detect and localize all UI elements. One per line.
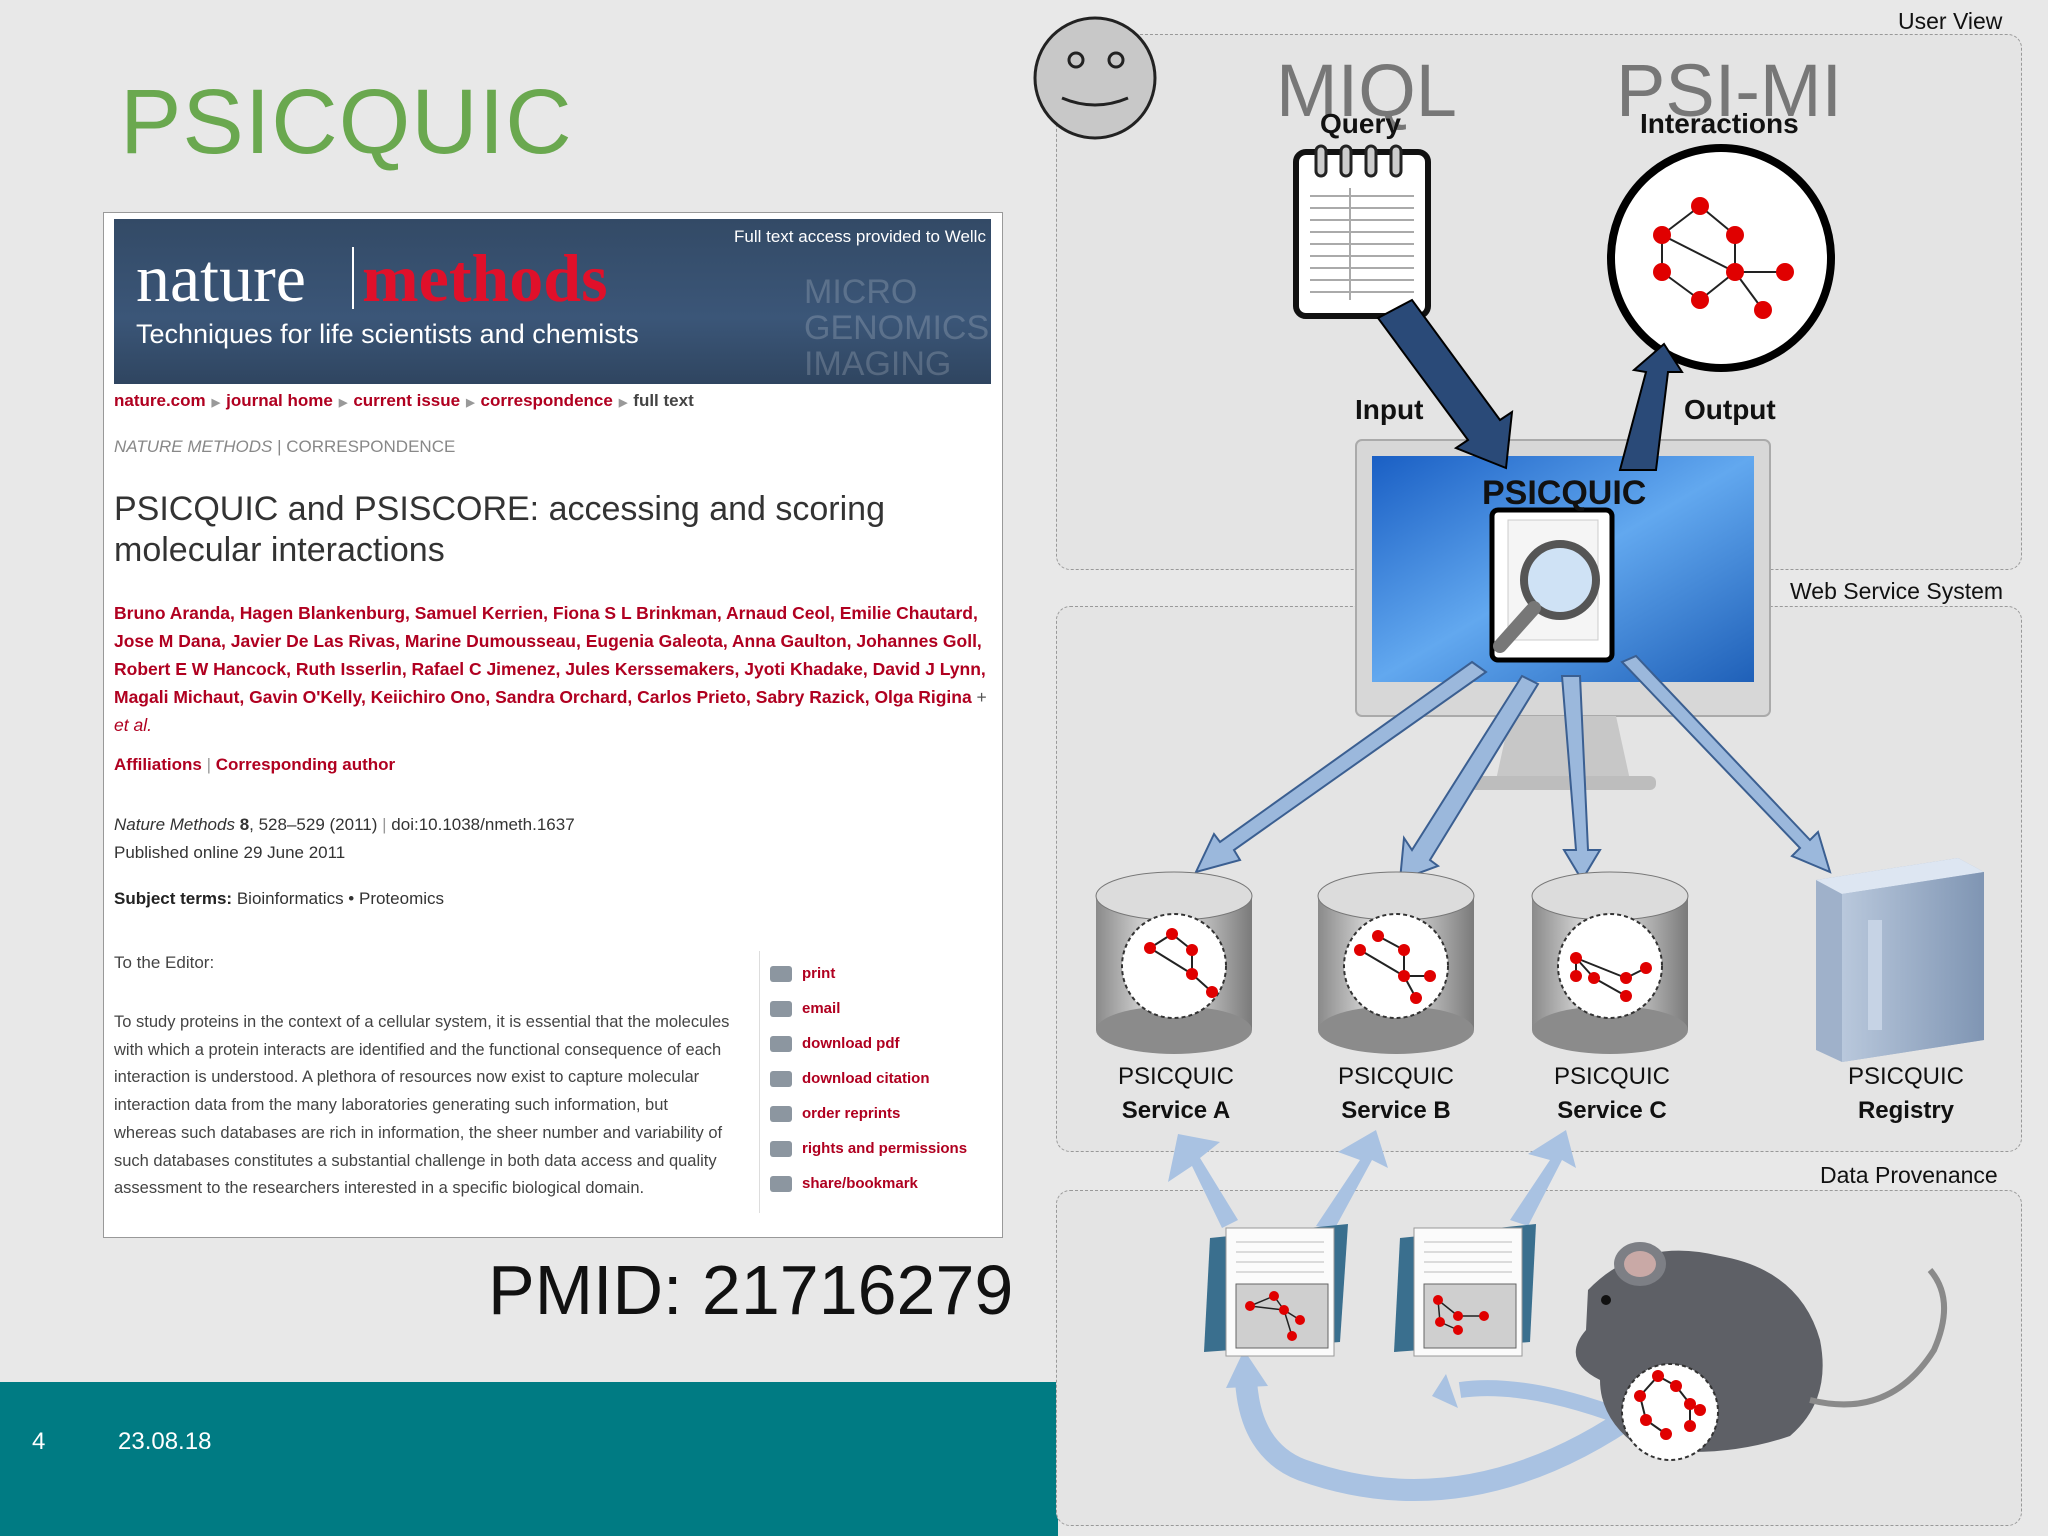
journal-tagline: Techniques for life scientists and chemi… [136, 319, 639, 349]
rights-icon [770, 1141, 792, 1158]
affiliations-link[interactable]: Affiliations [114, 755, 202, 774]
citation-info: Nature Methods 8, 528–529 (2011) | doi:1… [114, 815, 575, 862]
breadcrumb: nature.com▶journal home▶current issue▶co… [114, 391, 694, 410]
miql-label: MIQL [1276, 49, 1457, 132]
download-pdf-link[interactable]: download pdf [770, 1035, 899, 1067]
logo-divider [352, 247, 354, 309]
to-the-editor: To the Editor: [114, 953, 215, 972]
input-arrow [1376, 298, 1514, 470]
query-label: Query [1320, 108, 1401, 139]
banner-ghost-text: MICRO GENOMICS IMAGING [804, 273, 990, 383]
breadcrumb-journal-home[interactable]: journal home [226, 391, 333, 410]
article-body: To study proteins in the context of a ce… [114, 1013, 730, 1198]
email-link[interactable]: email [770, 1000, 840, 1032]
psicquic-screen-label: PSICQUIC [1482, 474, 1647, 512]
share-icon [770, 1176, 792, 1193]
registry-server-icon [1816, 858, 1984, 1062]
data-provenance-label: Data Provenance [1820, 1162, 1998, 1188]
subject-terms: Subject terms: Bioinformatics • Proteomi… [114, 889, 445, 908]
interaction-network-icon [1607, 144, 1835, 372]
service-arrows [1194, 654, 1832, 882]
breadcrumb-current-issue[interactable]: current issue [353, 391, 461, 410]
journal-logo-nature: nature [136, 240, 306, 316]
article-tools: print email download pdf download citati… [759, 951, 992, 1213]
output-arrow [1618, 342, 1684, 471]
interactions-label: Interactions [1640, 108, 1799, 139]
reprint-icon [770, 1106, 792, 1123]
journal-logo-methods: methods [362, 240, 608, 316]
database-service-c [1531, 871, 1689, 1054]
pdf-icon [770, 1036, 792, 1053]
database-service-b [1317, 871, 1475, 1054]
slide-number: 4 [32, 1428, 46, 1455]
journal-banner: MICRO GENOMICS IMAGING nature methods Te… [114, 219, 991, 384]
web-service-system-label: Web Service System [1790, 578, 2004, 604]
breadcrumb-nature[interactable]: nature.com [114, 391, 206, 410]
footer-bar [0, 1382, 1058, 1536]
print-link[interactable]: print [770, 965, 835, 997]
corresponding-author-link[interactable]: Corresponding author [215, 755, 396, 774]
publication-paper-icon-2 [1394, 1224, 1536, 1357]
article-screenshot: MICRO GENOMICS IMAGING nature methods Te… [103, 212, 1003, 1238]
access-notice: Full text access provided to Wellc [734, 227, 986, 246]
share-bookmark-link[interactable]: share/bookmark [770, 1175, 918, 1207]
rights-permissions-link[interactable]: rights and permissions [770, 1140, 967, 1172]
psimi-label: PSI-MI [1616, 49, 1843, 132]
breadcrumb-correspondence[interactable]: correspondence [480, 391, 613, 410]
user-view-panel [1056, 34, 2022, 570]
order-reprints-link[interactable]: order reprints [770, 1105, 900, 1137]
citation-icon [770, 1071, 792, 1088]
author-list[interactable]: Bruno Aranda, Hagen Blankenburg, Samuel … [114, 603, 987, 735]
search-document-icon [1489, 507, 1615, 663]
provenance-arrows [1168, 1130, 1576, 1230]
download-citation-link[interactable]: download citation [770, 1070, 930, 1102]
pmid-label: PMID: 21716279 [488, 1251, 1014, 1329]
breadcrumb-full-text: full text [633, 391, 694, 410]
database-service-a [1095, 871, 1253, 1054]
slide-title: PSICQUIC [120, 71, 573, 173]
query-notepad-icon [1293, 144, 1431, 319]
article-section: NATURE METHODS | CORRESPONDENCE [114, 437, 456, 456]
article-title: PSICQUIC and PSISCORE: accessing and sco… [114, 490, 885, 569]
user-view-label: User View [1898, 8, 2003, 34]
input-label: Input [1355, 394, 1424, 425]
printer-icon [770, 966, 792, 983]
user-smiley-icon [1033, 16, 1157, 140]
slide-date: 23.08.18 [118, 1428, 212, 1455]
publication-paper-icon-1 [1204, 1224, 1348, 1357]
email-icon [770, 1001, 792, 1018]
mouse-organism-icon [1575, 1242, 1947, 1461]
curved-provenance-arrow [1235, 1379, 1647, 1501]
affiliations-links: Affiliations | Corresponding author [114, 755, 396, 774]
output-label: Output [1684, 394, 1776, 425]
